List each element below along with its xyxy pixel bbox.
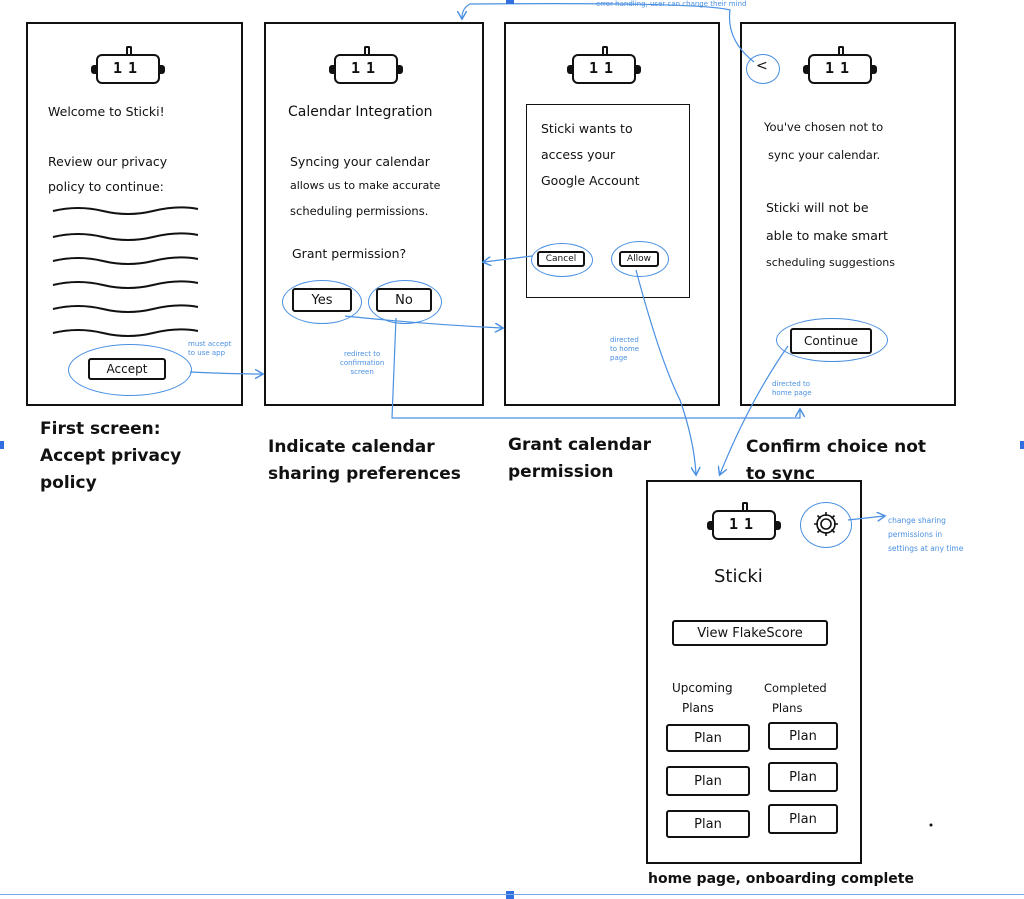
upcoming-plan-3[interactable]: Plan: [666, 810, 750, 838]
no-highlight: [368, 280, 442, 324]
no-sync-line-1: You've chosen not to: [764, 120, 884, 134]
back-highlight: [746, 54, 780, 84]
accept-highlight: [68, 344, 192, 396]
calendar-body-1: Syncing your calendar: [290, 154, 430, 169]
robot-logo-icon: 11: [803, 46, 877, 84]
selection-handle[interactable]: [1020, 441, 1024, 449]
caption-3: Grant calendar permission: [508, 435, 651, 482]
screen-privacy: 11 Welcome to Sticki! Review our privacy…: [26, 22, 243, 406]
caption-2: Indicate calendar sharing preferences: [268, 437, 461, 484]
view-flakescore-button[interactable]: View FlakeScore: [672, 620, 828, 646]
robot-logo-icon: 11: [329, 46, 403, 84]
policy-text-placeholder: [52, 206, 199, 337]
completed-plan-3[interactable]: Plan: [768, 804, 838, 834]
grant-text: Grant permission?: [292, 246, 407, 261]
robot-logo-icon: 11: [91, 46, 165, 84]
arrow-yes-to-grant: [344, 315, 502, 328]
dialog-line-3: Google Account: [541, 173, 640, 188]
screen-confirm-no-sync: < 11 You've chosen not to sync your cale…: [740, 22, 956, 406]
stray-dot: [929, 823, 933, 827]
home-app-name: Sticki: [714, 566, 763, 587]
arrow-back-to-calendar: [462, 3, 755, 63]
caption-5: home page, onboarding complete: [648, 871, 914, 887]
review-text-2: policy to continue:: [48, 179, 164, 194]
calendar-body-2: allows us to make accurate: [290, 179, 441, 192]
arrow-allow-to-home: [635, 269, 696, 474]
no-sync-line-2: sync your calendar.: [768, 148, 881, 162]
dialog-line-1: Sticki wants to: [541, 121, 633, 136]
continue-highlight: [776, 318, 888, 362]
robot-logo-icon: 11: [707, 502, 781, 540]
continue-button[interactable]: Continue: [790, 328, 872, 354]
arrow-gear-to-note: [847, 516, 884, 520]
upcoming-plan-1[interactable]: Plan: [666, 724, 750, 752]
back-arrow-icon[interactable]: <: [756, 58, 768, 74]
completed-plan-2[interactable]: Plan: [768, 762, 838, 792]
google-permission-dialog: Sticki wants to access your Google Accou…: [526, 104, 690, 298]
yes-button[interactable]: Yes: [292, 288, 352, 312]
review-text-1: Review our privacy: [48, 154, 168, 169]
arrow-continue-to-home: [720, 345, 789, 474]
cancel-button[interactable]: Cancel: [537, 251, 585, 267]
no-sync-line-5: scheduling suggestions: [766, 256, 896, 269]
accept-button[interactable]: Accept: [88, 358, 166, 380]
selection-handle[interactable]: [506, 0, 514, 4]
welcome-text: Welcome to Sticki!: [48, 104, 165, 119]
dialog-line-2: access your: [541, 147, 616, 162]
selection-handle[interactable]: [0, 441, 4, 449]
s4-top-note: error handling, user can change their mi…: [596, 0, 747, 8]
robot-logo-icon: 11: [567, 46, 641, 84]
arrow-cancel-to-calendar: [484, 255, 533, 262]
allow-highlight: [611, 241, 669, 277]
allow-button[interactable]: Allow: [619, 251, 659, 267]
calendar-title: Calendar Integration: [288, 104, 433, 120]
yes-highlight: [282, 280, 362, 324]
gear-icon[interactable]: [812, 510, 840, 538]
selection-frame-bottom: [0, 894, 1024, 895]
completed-plan-1[interactable]: Plan: [768, 722, 838, 750]
no-sync-line-3: Sticki will not be: [766, 200, 869, 215]
caption-1: First screen: Accept privacy policy: [40, 419, 182, 493]
selection-handle[interactable]: [506, 891, 514, 899]
arrow-no-to-confirm: [391, 317, 800, 419]
screen-calendar-integration: 11 Calendar Integration Syncing your cal…: [264, 22, 484, 406]
arrow-accept-to-calendar: [189, 372, 262, 374]
caption-4: Confirm choice not to sync: [746, 437, 926, 484]
no-button[interactable]: No: [376, 288, 432, 312]
screen-grant-permission: 11 Sticki wants to access your Google Ac…: [504, 22, 720, 406]
calendar-body-3: scheduling permissions.: [290, 204, 429, 218]
gear-highlight: [800, 502, 852, 548]
no-sync-line-4: able to make smart: [766, 228, 888, 243]
cancel-highlight: [531, 243, 593, 277]
upcoming-plan-2[interactable]: Plan: [666, 766, 750, 796]
